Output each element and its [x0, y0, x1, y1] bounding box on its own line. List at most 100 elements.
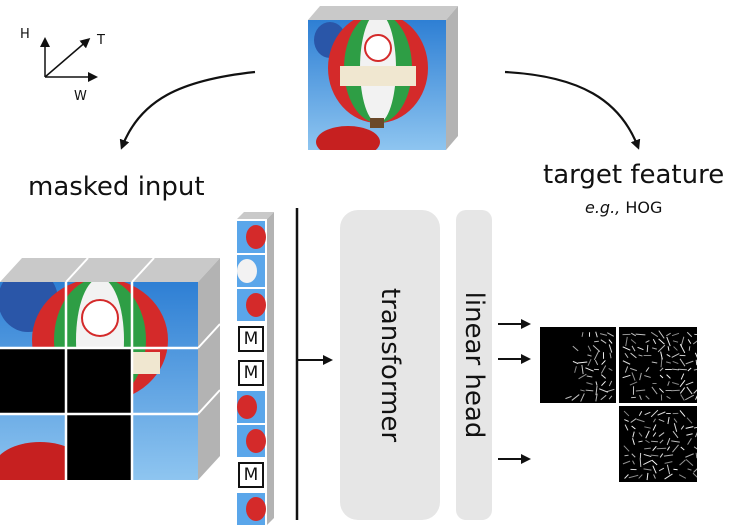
token-image-detail [246, 293, 266, 317]
hog-gradient-stroke [587, 358, 592, 367]
hog-gradient-stroke [639, 372, 642, 381]
hog-gradient-stroke [692, 472, 701, 481]
target-feature-label: target feature [543, 160, 725, 190]
hog-gradient-stroke [659, 374, 664, 379]
hog-gradient-stroke [650, 331, 659, 338]
hog-gradient-stroke [656, 447, 667, 450]
hog-gradient-stroke [658, 418, 665, 423]
hog-gradient-stroke [595, 381, 598, 386]
hog-gradient-stroke [572, 345, 579, 352]
hog-gradient-stroke [629, 381, 638, 386]
arrow-to-target-feature [504, 70, 641, 150]
token-image-detail [237, 395, 257, 419]
hog-gradient-stroke [571, 394, 580, 401]
hog-gradient-stroke [586, 375, 593, 378]
hog-gradient-stroke [671, 440, 680, 443]
hog-gradient-stroke [679, 410, 686, 417]
hog-gradient-stroke [685, 453, 694, 458]
hog-patch [619, 327, 697, 403]
token-column-top [236, 212, 274, 220]
hog-gradient-stroke [652, 446, 657, 451]
hog-patch [619, 406, 697, 482]
hog-gradient-stroke [666, 336, 671, 347]
hog-gradient-stroke [624, 352, 629, 359]
hog-gradient-stroke [625, 336, 628, 347]
hog-gradient-stroke [667, 381, 670, 386]
hog-gradient-stroke [646, 344, 649, 353]
hog-gradient-stroke [673, 418, 678, 423]
hog-gradient-stroke [685, 426, 694, 429]
hog-gradient-stroke [666, 354, 671, 357]
hog-gradient-stroke [607, 332, 614, 337]
hog-gradient-stroke [577, 361, 588, 364]
axis-h-label: H [20, 27, 30, 42]
masked-input-cube [0, 257, 221, 480]
hog-feature-output [540, 327, 701, 482]
hog-gradient-stroke [644, 411, 651, 416]
hog-gradient-stroke [580, 393, 585, 402]
hog-gradient-stroke [651, 361, 658, 364]
hog-gradient-stroke [687, 367, 692, 372]
hog-gradient-stroke [667, 346, 670, 351]
hog-gradient-stroke [632, 438, 635, 445]
hog-gradient-stroke [644, 426, 651, 429]
hog-gradient-stroke [608, 339, 613, 344]
masked-patch [66, 414, 132, 480]
hog-gradient-stroke [652, 465, 657, 474]
hog-gradient-stroke [601, 360, 606, 365]
hog-patch [540, 327, 616, 403]
hog-gradient-stroke [580, 389, 585, 392]
hog-gradient-stroke [624, 474, 629, 479]
hog-gradient-stroke [688, 346, 691, 351]
hog-gradient-stroke [664, 461, 673, 464]
hog-gradient-stroke [595, 331, 598, 338]
hog-gradient-stroke [572, 360, 579, 365]
hog-gradient-stroke [695, 395, 698, 400]
hog-gradient-stroke [694, 431, 699, 438]
hog-gradient-stroke [679, 459, 686, 466]
hog-gradient-stroke [592, 344, 601, 353]
hog-gradient-stroke [680, 394, 685, 401]
hog-gradient-stroke [608, 395, 613, 400]
hog-gradient-stroke [586, 382, 593, 385]
hog-gradient-stroke [639, 458, 642, 467]
hog-gradient-stroke [672, 430, 679, 439]
hog-gradient-stroke [679, 343, 686, 354]
hog-gradient-stroke [672, 382, 679, 385]
hog-gradient-stroke [608, 380, 613, 387]
hog-example-prefix: e.g., [585, 198, 621, 217]
hog-gradient-stroke [666, 464, 671, 475]
hog-gradient-stroke [600, 339, 607, 344]
hog-gradient-stroke [630, 418, 637, 423]
hog-gradient-stroke [624, 366, 629, 373]
hog-gradient-stroke [623, 410, 630, 417]
linear-head-label: linear head [459, 291, 489, 439]
hog-gradient-stroke [638, 432, 643, 437]
transformer-block [340, 210, 440, 520]
hog-gradient-stroke [686, 433, 693, 436]
hog-gradient-stroke [643, 453, 652, 458]
hog-gradient-stroke [695, 452, 698, 459]
hog-gradient-stroke [631, 425, 636, 430]
hog-example-name: HOG [625, 198, 663, 217]
hog-gradient-stroke [657, 411, 666, 416]
token-image-detail [246, 225, 266, 249]
hog-gradient-stroke [581, 332, 584, 337]
hog-gradient-stroke [653, 474, 656, 479]
hog-gradient-stroke [664, 473, 673, 480]
token-image-detail [246, 429, 266, 453]
hog-gradient-stroke [652, 432, 657, 437]
hog-gradient-stroke [585, 389, 594, 392]
hog-gradient-stroke [666, 361, 671, 364]
hog-gradient-stroke [644, 375, 651, 378]
hog-gradient-stroke [659, 388, 664, 393]
hog-gradient-stroke [598, 388, 609, 393]
hog-gradient-stroke [693, 368, 700, 371]
mask-token: M [238, 360, 264, 386]
hog-example-label: e.g., HOG [585, 198, 662, 217]
hog-gradient-stroke [659, 453, 664, 458]
hog-gradient-stroke [632, 431, 635, 438]
hog-gradient-stroke [686, 386, 693, 395]
hog-gradient-stroke [646, 472, 649, 481]
